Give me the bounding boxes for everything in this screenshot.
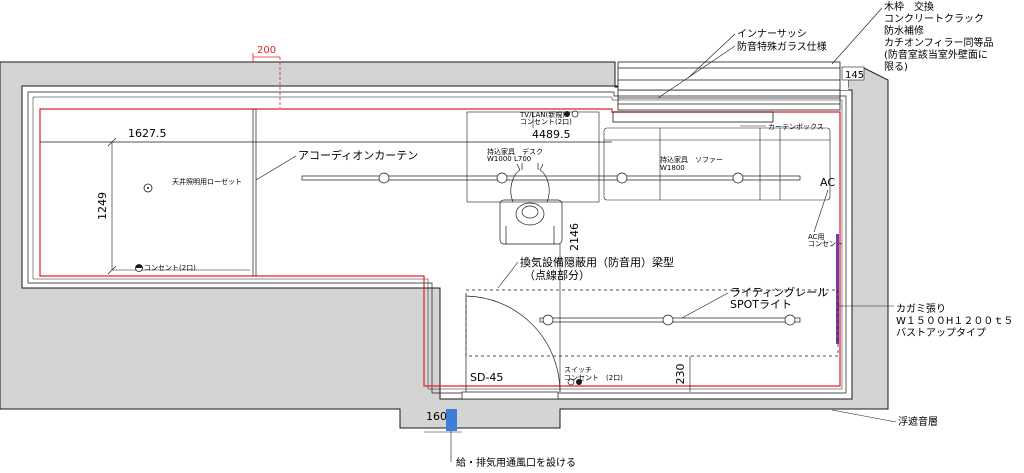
sofa-label-1: 持込家具 ソファー (660, 155, 723, 164)
switch-label-2: コンセント (2口) (564, 374, 623, 382)
repair-leader (831, 7, 883, 65)
repair-note-3: 防水補修 (884, 24, 924, 37)
ceiling-rosette-label: 天井照明用ローゼット (172, 177, 242, 186)
lighting-rail-bottom (539, 314, 801, 326)
sofa-label-2: W1800 (660, 164, 685, 172)
ac-leader (813, 189, 829, 233)
switch-outlet-icon (567, 378, 582, 386)
floating-layer-line (39, 108, 841, 387)
tv-lan-label-2: コンセント(2口) (520, 118, 572, 126)
vent-label: 給・排気用通風口を設ける (456, 456, 576, 469)
outlet-left-label: コンセント(2口) (144, 264, 196, 272)
ac-outlet-label-2: コンセント (808, 240, 843, 248)
lighting-rail-top (301, 172, 801, 184)
dim-200-label: 200 (257, 45, 276, 56)
ceiling-rosette-center (147, 187, 149, 189)
repair-note-1: 木枠 交換 (884, 0, 934, 13)
mirror-label-2: W１５００H１２００ｔ５ (896, 316, 1013, 327)
dim-lines-left (107, 137, 250, 275)
curtain-box-label: カーテンボックス (768, 123, 824, 131)
switch-label-1: スイッチ (564, 366, 592, 374)
lighting-rail-leader (681, 292, 729, 319)
mirror-label-1: カガミ張り (896, 303, 946, 315)
lighting-rail-label-2: SPOTライト (730, 298, 792, 311)
dim-1627-label: 1627.5 (128, 127, 167, 140)
desk-label-1: 持込家具 デスク (487, 147, 543, 156)
inner-sash-window (612, 61, 841, 123)
mirror-label-3: バストアップタイプ (896, 327, 986, 339)
door-label: SD-45 (470, 371, 503, 384)
repair-note-4: カチオンフィラー同等品 (884, 36, 994, 49)
walls (0, 60, 889, 429)
inner-finish-line (27, 91, 847, 394)
dim-160-label: 160 (426, 410, 447, 423)
inner-sash-label-2: 防音特殊ガラス仕様 (737, 40, 827, 53)
repair-note-2: コンクリートクラック (884, 13, 984, 25)
ac-label: AC (820, 176, 835, 189)
accordion-curtain-leader (255, 155, 297, 181)
lighting-rail-label-1: ライティングレール (730, 285, 828, 299)
outlet-left-icon (135, 264, 143, 272)
tv-lan-label-1: TV/LAN(新規) (519, 110, 565, 119)
dim-145-label: 145 (845, 70, 864, 81)
floating-floor-label: 浮遮音層 (898, 415, 938, 428)
inner-sash-label-1: インナーサッシ (737, 28, 807, 40)
repair-note-5: (防音室該当室外壁面に (884, 48, 988, 61)
dim-230-label: 230 (674, 364, 687, 385)
inner-sash-leaders (657, 33, 736, 99)
door-sd45 (461, 295, 561, 400)
tv-lan-outlet-icon (564, 110, 579, 118)
wall-band (0, 61, 889, 429)
desk-label-2: W1000 L700 (487, 155, 531, 163)
ac-outlet-label-1: AC用 (808, 233, 825, 241)
dim-2146-label: 2146 (568, 223, 581, 251)
beam-label-1: 換気設備隠蔽用（防音用）梁型 (520, 255, 674, 269)
dim-200 (252, 53, 281, 108)
dim-4489-label: 4489.5 (532, 128, 571, 141)
beam-leader (497, 261, 519, 289)
dim-1249-label: 1249 (96, 192, 109, 220)
wall-gap-top-window (618, 60, 848, 90)
accordion-curtain-divider (40, 109, 612, 276)
inner-finish-line-2 (32, 96, 843, 390)
vent-opening (446, 409, 457, 431)
dim-145-box (841, 66, 865, 81)
desk (466, 111, 600, 203)
sofa (603, 127, 831, 201)
mirror-wall (836, 234, 839, 344)
accordion-curtain-label: アコーディオンカーテン (298, 148, 418, 162)
chair-person-sketch (499, 163, 563, 245)
repair-note-6: 限る) (884, 61, 908, 73)
beam-label-2: （点線部分） (524, 268, 590, 282)
floating-floor-leader (831, 409, 897, 423)
